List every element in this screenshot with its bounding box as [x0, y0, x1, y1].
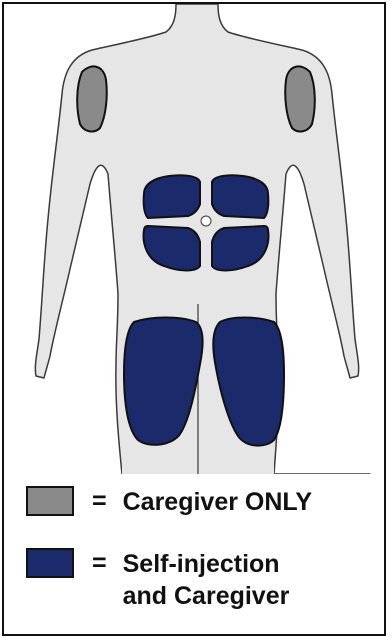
legend-label: Self-injection and Caregiver [123, 548, 290, 612]
legend-equals: = [92, 548, 107, 578]
navel [201, 216, 211, 226]
legend-swatch-navy [26, 548, 74, 578]
right-upper-arm-site [285, 66, 315, 131]
abdomen-upper-left-site [144, 175, 200, 218]
legend-equals: = [92, 486, 107, 516]
legend-label: Caregiver ONLY [123, 486, 312, 518]
body-diagram [4, 4, 386, 474]
legend-item-self-and-caregiver: = Self-injection and Caregiver [26, 548, 289, 612]
legend-item-caregiver-only: = Caregiver ONLY [26, 486, 312, 518]
figure-frame: = Caregiver ONLY = Self-injection and Ca… [2, 2, 386, 636]
left-upper-arm-site [77, 66, 107, 131]
legend-swatch-gray [26, 486, 74, 516]
abdomen-upper-right-site [212, 175, 268, 218]
